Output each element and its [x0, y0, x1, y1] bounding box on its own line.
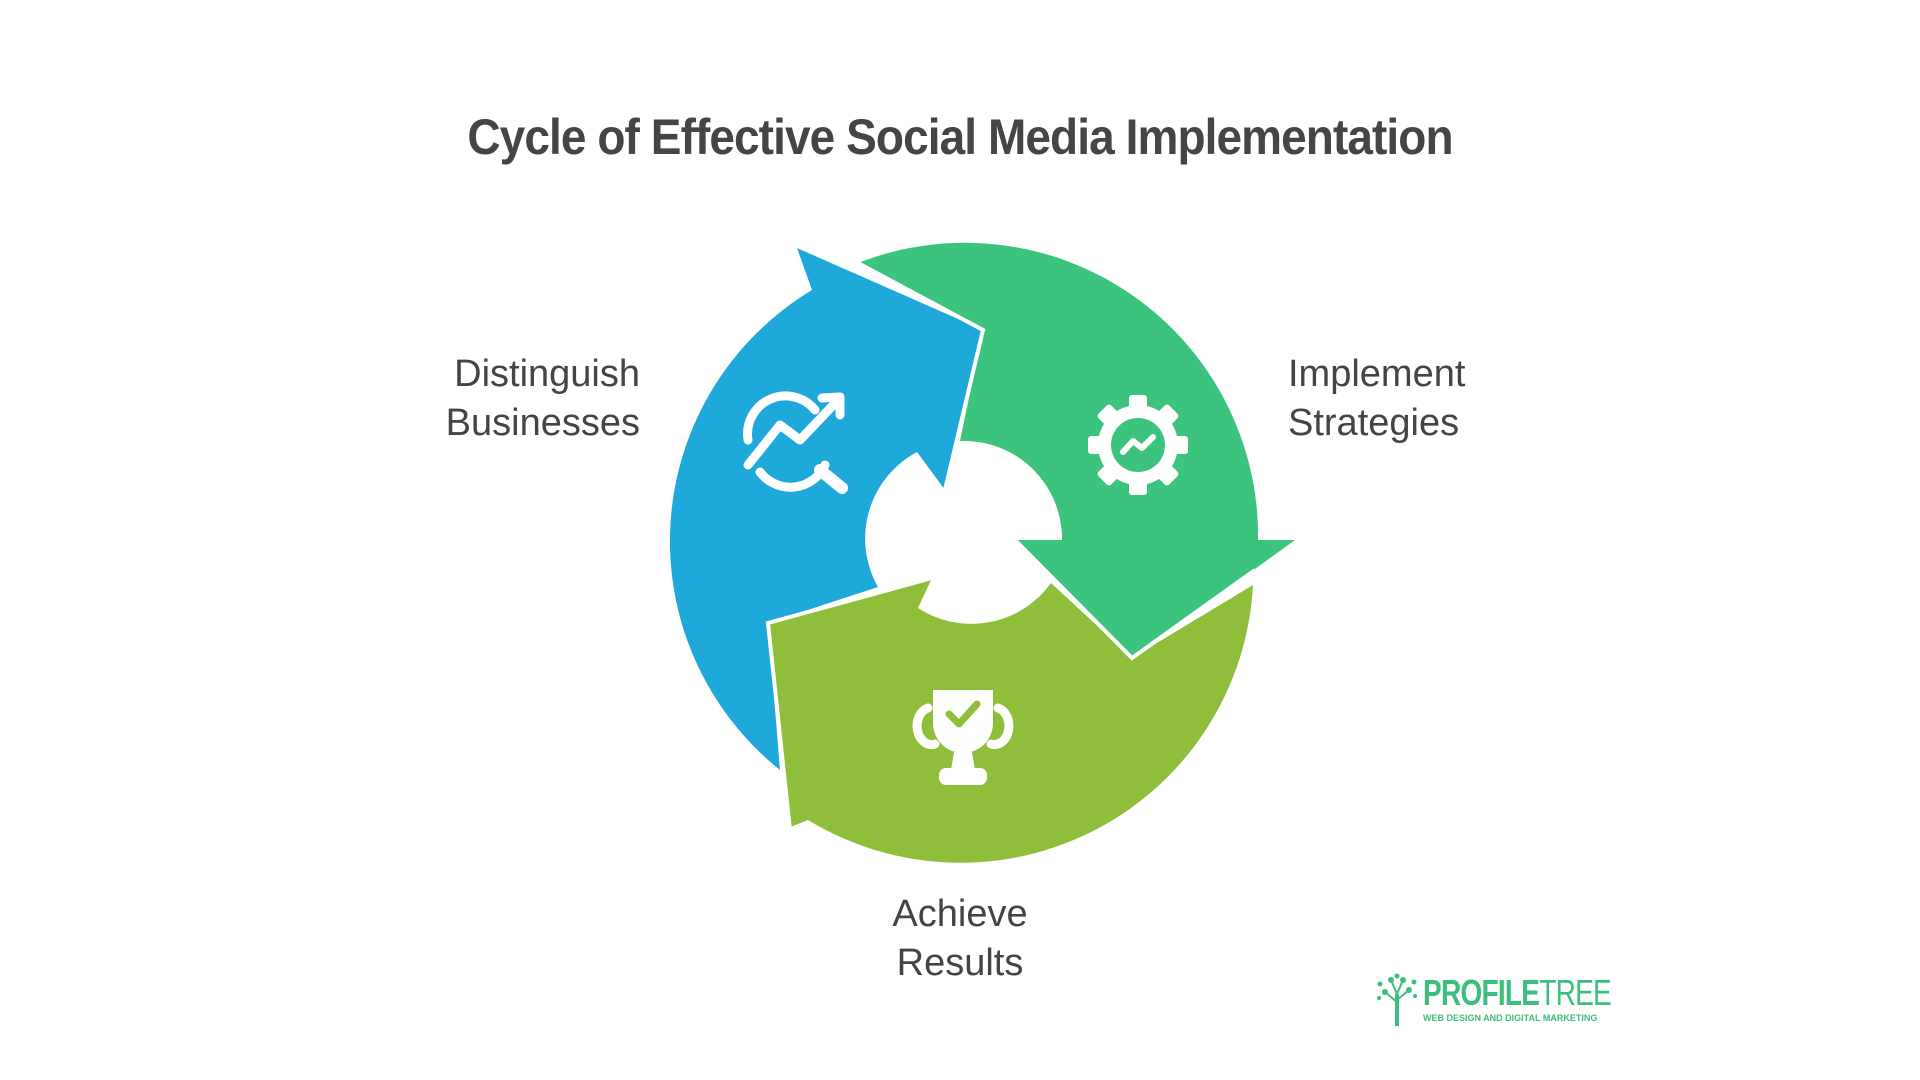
label-line: Strategies [1288, 402, 1460, 444]
logo-tagline: WEB DESIGN AND DIGITAL MARKETING [1423, 1013, 1598, 1023]
gear-chart-icon [1088, 395, 1188, 495]
logo-word-bold: PROFILE [1423, 972, 1540, 1013]
label-line: Results [896, 942, 1024, 984]
label-implement-strategies: Implement Strategies [1288, 350, 1548, 448]
implement-strategies-arrow [858, 242, 1295, 658]
tree-icon [1377, 973, 1417, 1026]
label-line: Distinguish [454, 353, 640, 395]
analytics-search-icon [743, 391, 848, 494]
trophy-check-icon [912, 690, 1014, 785]
diagram-title: Cycle of Effective Social Media Implemen… [467, 109, 1453, 165]
logo-wordmark: PROFILETREE [1423, 972, 1612, 1013]
label-line: Achieve [892, 893, 1028, 935]
profiletree-logo: PROFILETREE WEB DESIGN AND DIGITAL MARKE… [1375, 972, 1612, 1028]
label-line: Implement [1288, 353, 1466, 395]
label-achieve-results: Achieve Results [860, 890, 1060, 988]
label-line: Businesses [445, 402, 640, 444]
label-distinguish-businesses: Distinguish Businesses [400, 350, 640, 448]
logo-word-light: TREE [1539, 972, 1612, 1013]
distinguish-businesses-arrow [669, 248, 983, 770]
